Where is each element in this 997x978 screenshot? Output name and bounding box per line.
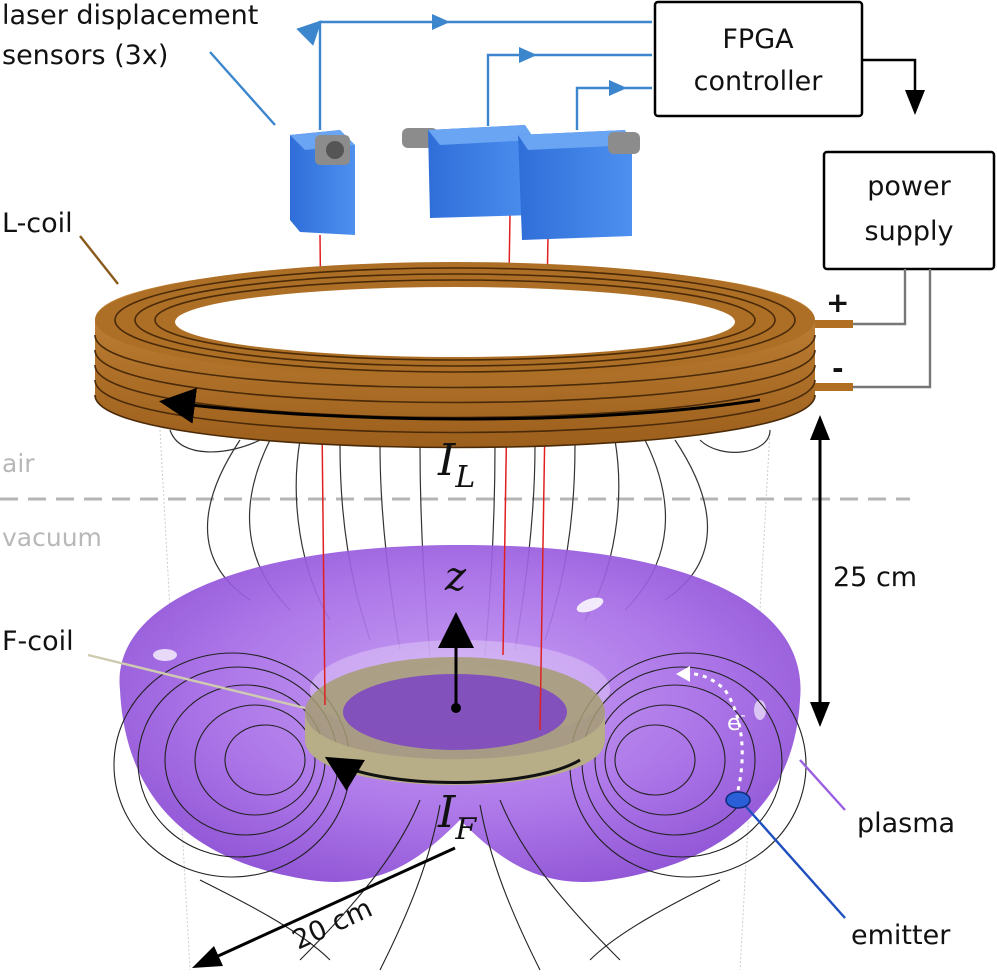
sensor-label-line2: sensors (3x) (2, 40, 168, 71)
fpga-controller-box: FPGA controller (653, 0, 864, 118)
power-leads (853, 269, 932, 389)
emitter-pointer (739, 799, 846, 919)
plus-terminal: + (826, 286, 849, 319)
emitter-marker (725, 791, 751, 809)
f-coil-label: F-coil (2, 626, 74, 657)
sensor-signal-lines (296, 20, 652, 130)
air-label: air (2, 449, 35, 478)
sensor-label-line1: laser displacement (2, 0, 258, 31)
electron-label: e- (727, 708, 746, 736)
vertical-dimension: 25 cm (810, 415, 917, 727)
control-arrow (905, 90, 925, 115)
fpga-line1: FPGA (722, 24, 794, 55)
power-supply-box: power supply (822, 150, 996, 271)
signal-arrowheads (432, 14, 627, 96)
z-axis-label: z (444, 554, 467, 600)
z-axis: z (438, 554, 474, 713)
current-l-label: IL (437, 435, 475, 495)
vertical-dimension-label: 25 cm (833, 562, 917, 593)
control-line (862, 58, 917, 110)
l-coil-label: L-coil (2, 208, 73, 239)
vacuum-label: vacuum (2, 523, 102, 552)
current-f-label: IF (437, 787, 477, 847)
plasma-label: plasma (857, 808, 955, 839)
minus-terminal: - (832, 352, 844, 385)
l-coil-pointer (79, 235, 119, 285)
emitter-label: emitter (851, 920, 951, 951)
plasma-pointer (799, 759, 846, 811)
laser-sensor-2 (402, 125, 535, 218)
f-coil-pointer (87, 653, 306, 710)
power-line1: power (867, 171, 951, 202)
laser-sensor-3 (518, 130, 640, 240)
electron-arrow-head (676, 666, 690, 682)
laser-sensor-1 (290, 130, 355, 235)
l-coil (94, 262, 853, 449)
fpga-line2: controller (694, 66, 824, 97)
sensor-label-pointer (209, 51, 276, 126)
power-line2: supply (865, 216, 954, 247)
